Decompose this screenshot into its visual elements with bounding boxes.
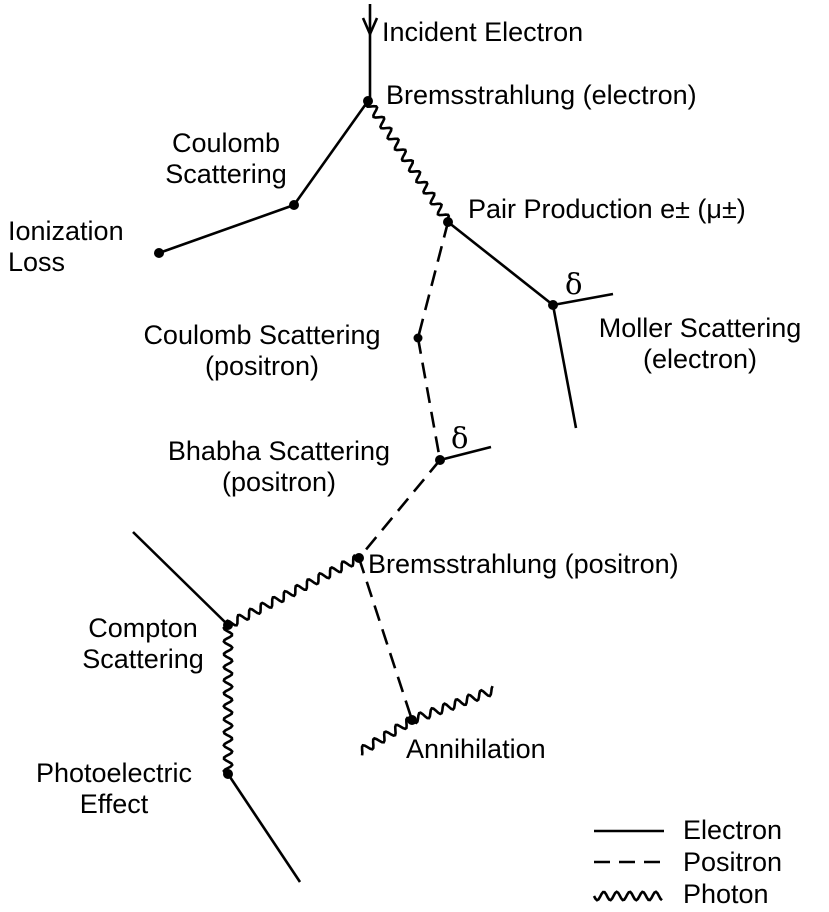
vertex-ionization xyxy=(154,248,164,258)
label-bremsstrahlung-positron: Bremsstrahlung (positron) xyxy=(368,549,679,579)
annihilation-photon-lower xyxy=(360,716,413,756)
photon-compton-to-photoelectric xyxy=(222,623,234,776)
bhabha-delta-symbol: δ xyxy=(451,421,468,455)
annihilation-photon-upper xyxy=(411,685,494,725)
photoelectron-track xyxy=(226,773,302,883)
moller-delta-ray xyxy=(552,292,614,307)
moller-scattered-electron xyxy=(551,304,578,429)
label-coulomb-scattering-positron: Coulomb Scattering (positron) xyxy=(143,320,381,381)
label-pair-production: Pair Production e± (μ±) xyxy=(468,194,746,224)
electron-track-moller xyxy=(447,220,554,307)
moller-delta-symbol: δ xyxy=(565,267,582,301)
electron-track-coulomb xyxy=(292,100,370,206)
label-annihilation: Annihilation xyxy=(406,734,546,764)
legend-photon-line xyxy=(592,890,663,902)
photon-brems-to-pair xyxy=(364,100,451,225)
legend-positron-label: Positron xyxy=(683,847,783,877)
label-compton-scattering: Compton Scattering xyxy=(82,613,204,674)
legend-electron-label: Electron xyxy=(683,815,783,845)
positron-track-bhabha xyxy=(416,337,442,461)
positron-track-coulomb xyxy=(416,221,450,339)
label-incident-electron: Incident Electron xyxy=(382,17,584,47)
label-coulomb-scattering: Coulomb Scattering xyxy=(165,128,287,189)
positron-track-brems xyxy=(357,459,442,559)
label-ionization-loss: Ionization Loss xyxy=(8,216,124,277)
label-bremsstrahlung-electron: Bremsstrahlung (electron) xyxy=(386,80,697,110)
compton-electron-track xyxy=(132,531,229,626)
electron-track-ionization xyxy=(158,203,295,255)
label-photoelectric-effect: Photoelectric Effect xyxy=(35,758,193,819)
label-bhabha-scattering: Bhabha Scattering (positron) xyxy=(167,436,391,497)
label-moller-scattering: Moller Scattering (electron) xyxy=(598,313,802,374)
bhabha-delta-ray xyxy=(439,445,492,462)
legend-photon-label: Photon xyxy=(683,879,769,909)
positron-track-annihilation xyxy=(357,557,414,721)
incident-arrow-icon xyxy=(361,17,379,38)
photon-brems-to-compton xyxy=(225,554,360,627)
